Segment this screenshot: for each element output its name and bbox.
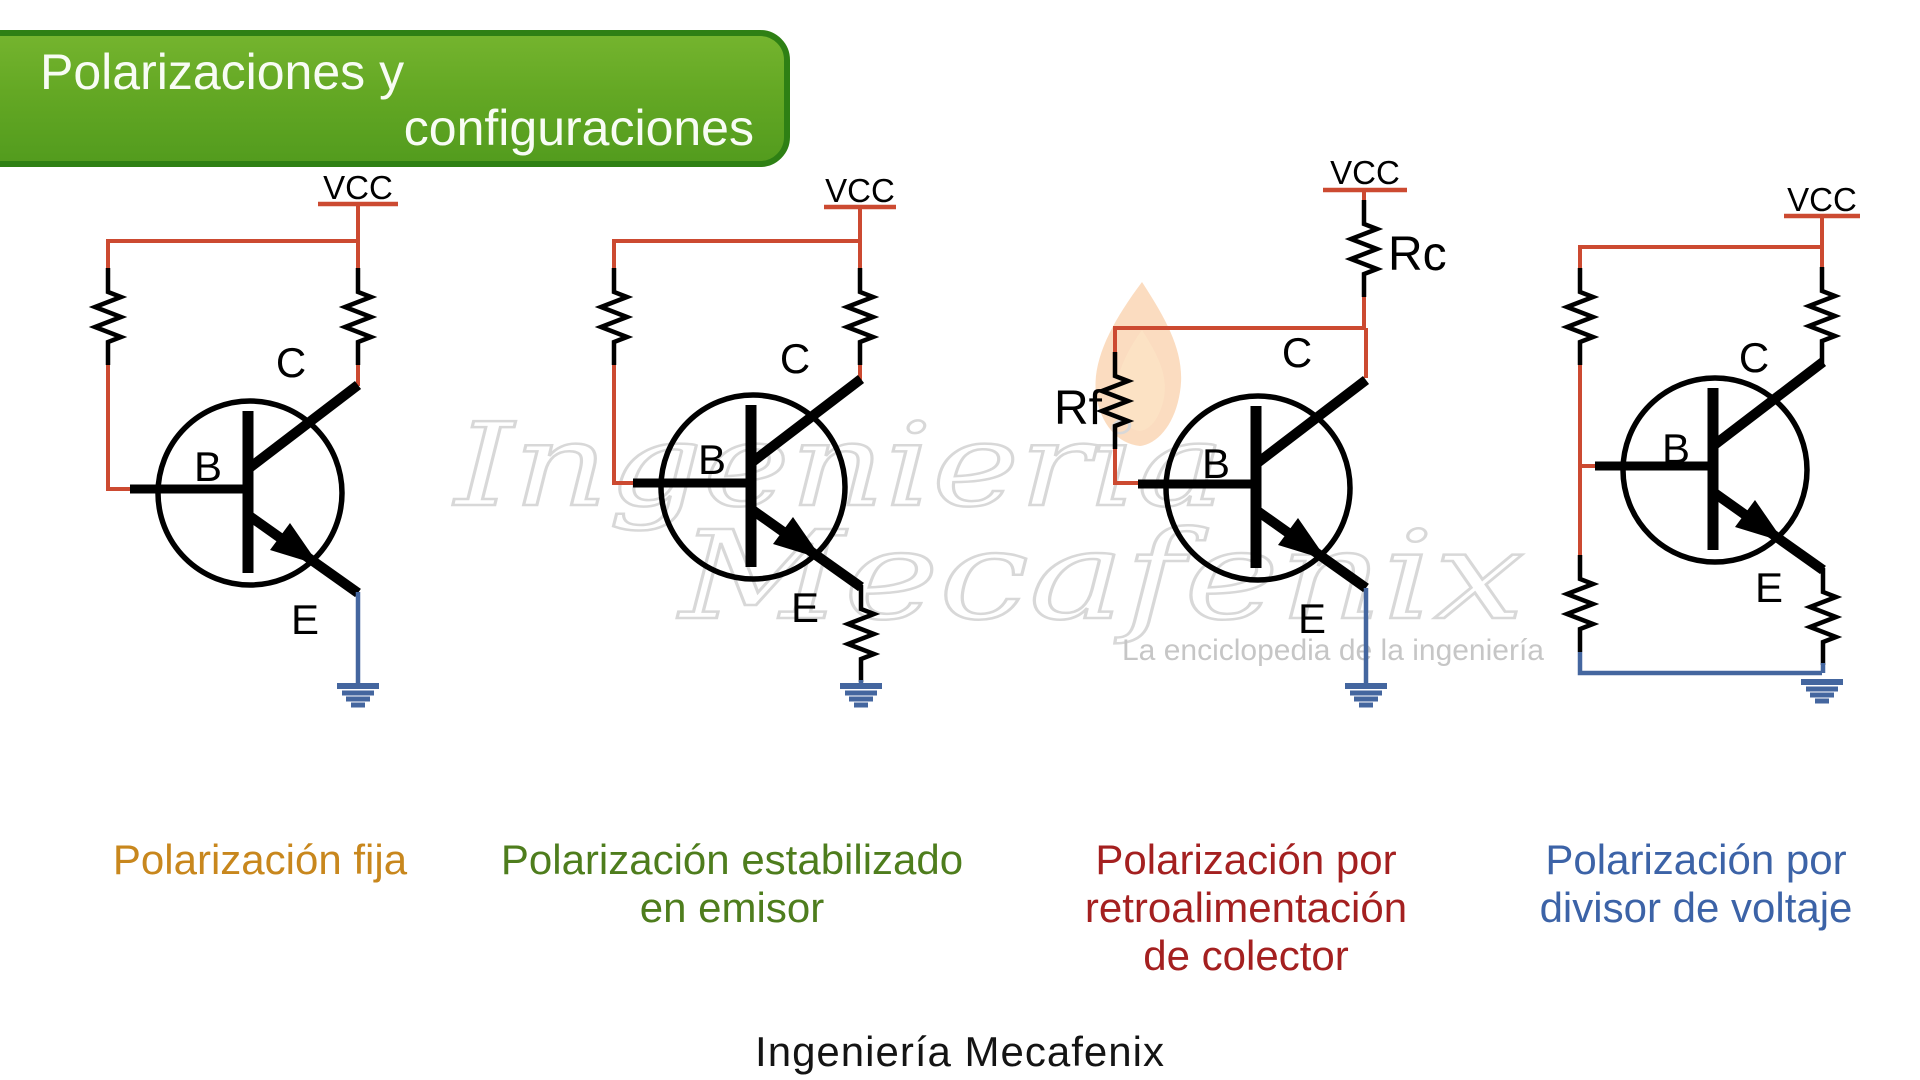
flame-watermark-core: [1115, 330, 1165, 431]
caption-estabilizado-en-emisor: Polarización estabilizado en emisor: [452, 836, 1012, 932]
caption-line: Polarización fija: [112, 836, 408, 883]
emitter-label-3: E: [1298, 595, 1326, 642]
transistor-1-icon: [130, 385, 358, 593]
watermark-word-2: Mecafenix: [677, 505, 1525, 647]
wire-base-2: [612, 365, 637, 485]
watermark: Ingenieria Mecafenix La enciclopedia de …: [451, 282, 1544, 667]
watermark-subtitle: La enciclopedia de la ingeniería: [1122, 634, 1544, 667]
title-banner: Polarizaciones y configuraciones: [0, 30, 790, 167]
wire-base-4: [1578, 365, 1600, 555]
ground-3-icon: [1345, 686, 1387, 705]
circuit-estabilizado-en-emisor: VCC B C E: [601, 172, 896, 705]
rf-resistor-label: Rf: [1054, 382, 1103, 435]
title-line-2: configuraciones: [403, 100, 754, 156]
caption-divisor-de-voltaje: Polarización por divisor de voltaje: [1472, 836, 1920, 932]
collector-label-1: C: [276, 339, 306, 386]
emitter-label-1: E: [291, 596, 319, 643]
caption-line: Polarización por: [1545, 836, 1847, 883]
rc-resistor-label: Rc: [1388, 228, 1447, 281]
collector-resistor-2: [847, 268, 873, 365]
wire-feedback-3: [1113, 297, 1368, 378]
vcc-label-1: VCC: [323, 169, 393, 206]
circuit-polarizacion-fija: VCC B C E: [95, 169, 398, 705]
ground-1-icon: [337, 686, 379, 705]
caption-line: divisor de voltaje: [1539, 884, 1853, 931]
vcc-label-4: VCC: [1787, 181, 1857, 218]
base-resistor-1: [95, 268, 121, 365]
base-label-1: B: [194, 443, 222, 490]
base-label-3: B: [1202, 440, 1230, 487]
collector-label-3: C: [1282, 329, 1312, 376]
collector-label-4: C: [1739, 334, 1769, 381]
wire-base-1: [106, 365, 134, 491]
collector-resistor-1: [345, 268, 371, 365]
footer-brand-text: Ingeniería Mecafenix: [755, 1028, 1165, 1075]
circuit-retroalimentacion-colector: VCC Rc Rf B C E: [1054, 154, 1447, 705]
wire-top-1: [106, 204, 360, 268]
ground-2-icon: [840, 686, 882, 705]
base-resistor-2: [601, 268, 627, 365]
collector-label-2: C: [780, 335, 810, 382]
wire-ground-bus-4: [1577, 652, 1826, 676]
caption-line: Polarización por: [1095, 836, 1397, 883]
caption-retroalimentacion-colector: Polarización por retroalimentación de co…: [1028, 836, 1464, 980]
transistor-4-icon: [1595, 362, 1823, 570]
wire-top-4: [1578, 216, 1824, 268]
circuit-divisor-de-voltaje: VCC B C E: [1567, 181, 1860, 701]
divider-lower-resistor-4: [1567, 555, 1593, 652]
vcc-label-3: VCC: [1330, 154, 1400, 191]
caption-line: Polarización estabilizado: [500, 836, 964, 883]
wire-base-3: [1113, 449, 1140, 485]
ground-4-icon: [1801, 682, 1843, 701]
base-label-4: B: [1662, 425, 1690, 472]
caption-polarizacion-fija: Polarización fija: [55, 836, 465, 884]
divider-upper-resistor-4: [1567, 268, 1593, 365]
caption-line: de colector: [1143, 932, 1349, 979]
watermark-word-1: Ingenieria: [452, 399, 1225, 533]
emitter-label-2: E: [791, 584, 819, 631]
emitter-resistor-4: [1810, 568, 1836, 665]
wire-top-2: [612, 207, 862, 268]
collector-resistor-4: [1809, 267, 1835, 364]
collector-resistor-3: [1351, 200, 1377, 297]
base-label-2: B: [698, 436, 726, 483]
title-line-1: Polarizaciones y: [40, 44, 405, 100]
vcc-label-2: VCC: [825, 172, 895, 209]
emitter-label-4: E: [1755, 564, 1783, 611]
caption-line: en emisor: [639, 884, 825, 931]
caption-line: retroalimentación: [1084, 884, 1408, 931]
